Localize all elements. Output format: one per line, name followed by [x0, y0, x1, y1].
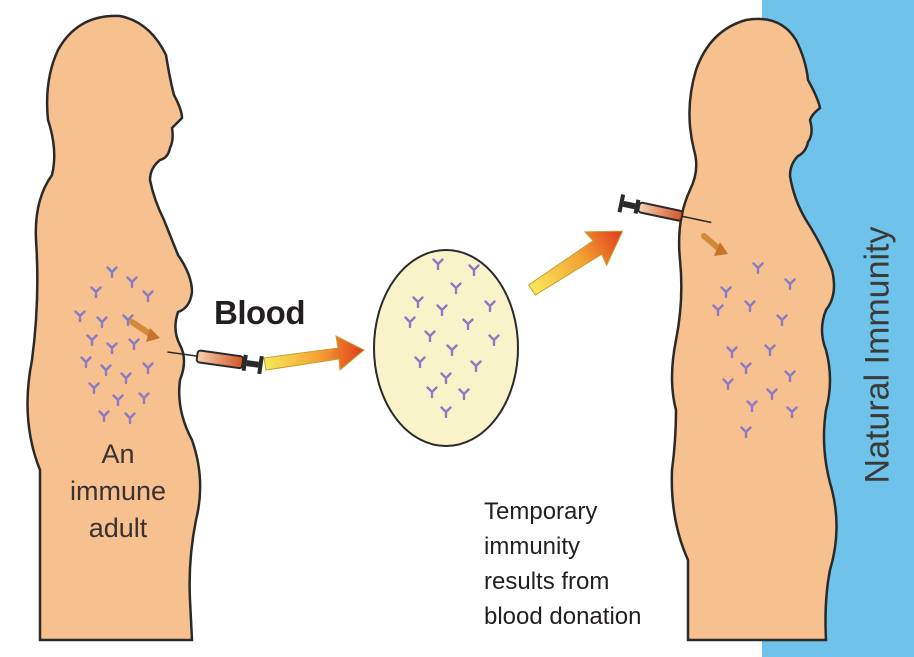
donor-label-line: immune	[48, 473, 188, 510]
result-caption: Temporary immunity results from blood do…	[484, 494, 724, 634]
result-caption-line: Temporary	[484, 494, 724, 529]
blood-label: Blood	[214, 294, 305, 332]
transfer-arrow-to-recipient	[521, 214, 633, 306]
donor-label-line: adult	[48, 510, 188, 547]
transfer-arrow-to-flask	[264, 336, 364, 370]
donor-label-line: An	[48, 436, 188, 473]
natural-immunity-title: Natural Immunity	[859, 227, 898, 484]
result-caption-line: immunity	[484, 529, 724, 564]
donor-label: An immune adult	[48, 436, 188, 547]
result-caption-line: blood donation	[484, 599, 724, 634]
result-caption-line: results from	[484, 564, 724, 599]
